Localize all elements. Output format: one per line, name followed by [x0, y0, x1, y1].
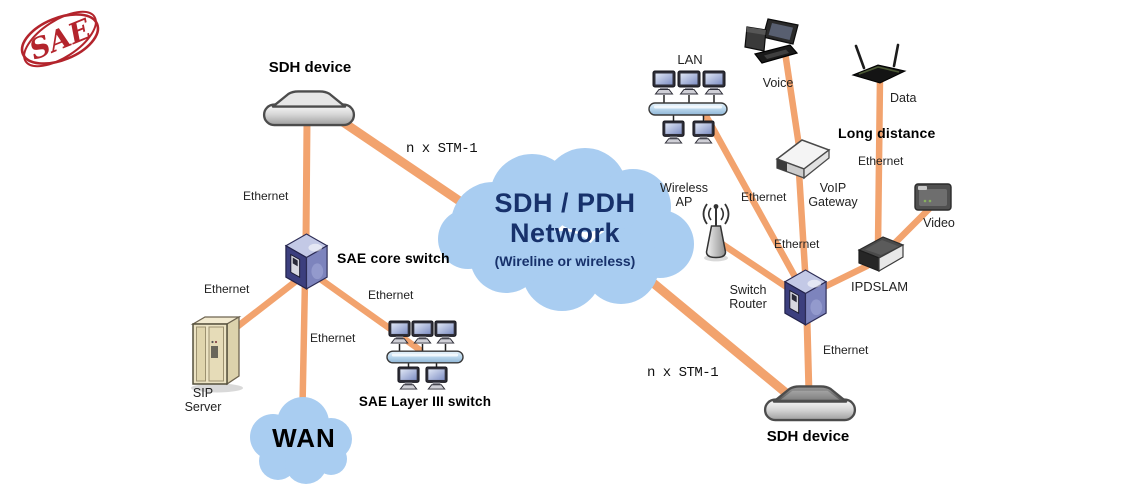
link-data-ipdslam [874, 74, 884, 250]
ethernet-label-gateway-router: Ethernet [774, 237, 820, 251]
switch-router-icon [784, 269, 827, 326]
sdh-device-bottom-label: SDH device [766, 428, 850, 445]
sip-server-label: SIP Server [173, 386, 233, 415]
voice-label: Voice [762, 76, 794, 90]
link-voice-voipgateway [781, 48, 803, 150]
lan-pc-icon [677, 70, 701, 95]
sae-layer3-switch-label: SAE Layer III switch [358, 394, 492, 409]
ethernet-label-core-layer3: Ethernet [368, 288, 414, 302]
sae-logo: SAE [20, 10, 100, 68]
sae-logo-text: SAE [25, 12, 97, 67]
voip-gateway-icon [776, 139, 830, 179]
layer3-pc-icon [434, 320, 457, 344]
link-coreswitch-sipserver [229, 274, 304, 334]
layer3-pc-icon [411, 320, 434, 344]
data-router-icon [851, 43, 907, 85]
cloud-subtitle: (Wireline or wireless) [494, 253, 636, 269]
wireless-ap-label-line1: Wireless [660, 181, 708, 195]
ipdslam-icon [858, 236, 904, 272]
sdh-device-top-icon [262, 90, 356, 127]
ethernet-label-core-wan: Ethernet [310, 331, 356, 345]
switch-router-label-line2: Router [729, 297, 767, 312]
lan-pc-icon [692, 120, 715, 144]
sdh-device-top-label: SDH device [268, 59, 352, 76]
link-wirelessap-switchrouter [718, 240, 798, 296]
ethernet-label-data-ipdslam: Ethernet [858, 154, 904, 168]
switch-router-label-line1: Switch [729, 283, 767, 297]
sip-server-icon [190, 316, 244, 394]
ipdslam-label: IPDSLAM [851, 279, 909, 294]
link-cloud-sdhbottom [647, 277, 802, 407]
link-sdhtop-coreswitch [302, 118, 311, 244]
devices-layer [190, 18, 952, 422]
cloud-title-line2: Network [509, 218, 621, 248]
sdh-pdh-cloud-shape [438, 148, 694, 311]
ethernet-label-lan-router: Ethernet [741, 190, 787, 204]
lan-label: LAN [677, 52, 703, 67]
layer3-pc-icon [397, 366, 420, 390]
cloud-title-line1: SDH / PDH [494, 188, 636, 218]
sae-core-switch-label: SAE core switch [337, 250, 450, 266]
ethernet-label-router-sdhbottom: Ethernet [823, 343, 869, 357]
wireless-ap-icon [702, 203, 730, 263]
video-label: Video [923, 216, 955, 230]
lan-stub-lines [663, 95, 715, 121]
wan-cloud-shape [250, 397, 352, 484]
voice-phones-icon [744, 18, 799, 64]
data-label: Data [890, 91, 917, 105]
sip-server-label-line2: Server [184, 400, 222, 415]
link-voipgateway-switchrouter [795, 168, 810, 290]
lan-pc-icon [652, 70, 676, 95]
stm1-label-top: n x STM-1 [406, 141, 478, 157]
lan-pc-icon [702, 70, 726, 95]
wireless-ap-label: Wireless AP [650, 181, 718, 210]
sae-core-switch-icon [285, 233, 328, 290]
lan-pc-icon [662, 120, 685, 144]
link-switchrouter-sdhbottom [803, 316, 813, 398]
link-lan-switchrouter [701, 110, 803, 288]
ethernet-label-core-sip: Ethernet [204, 282, 250, 296]
sip-server-label-line1: SIP [192, 386, 214, 400]
voip-gateway-label: VoIP Gateway [797, 181, 869, 210]
sdh-pdh-cloud-text: SDH / PDH Network (Wireline or wireless) [452, 188, 678, 269]
wan-cloud-label: WAN [272, 423, 336, 453]
video-camera-icon [914, 183, 952, 211]
layer3-pc-icon [425, 366, 448, 390]
switch-router-label: Switch Router [720, 283, 776, 312]
ethernet-label-sdhtop-core: Ethernet [243, 189, 289, 203]
long-distance-label: Long distance [838, 125, 936, 141]
voip-gateway-label-line2: Gateway [808, 195, 858, 210]
stm1-label-bottom: n x STM-1 [647, 365, 719, 381]
layer3-bus-icon [386, 350, 464, 364]
lan-bus-icon [648, 102, 728, 116]
wireless-ap-label-line2: AP [675, 195, 693, 210]
voip-gateway-label-line1: VoIP [819, 181, 847, 195]
links-layer [229, 48, 933, 436]
